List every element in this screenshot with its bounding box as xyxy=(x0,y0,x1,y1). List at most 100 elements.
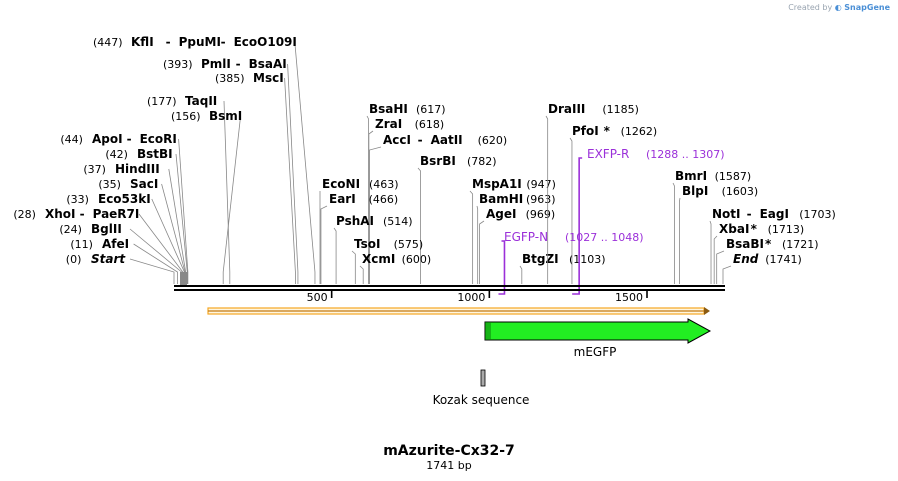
primer-range: (1027 .. 1048) xyxy=(565,231,644,244)
site-leader-line xyxy=(151,198,185,284)
site-leader-line xyxy=(417,167,421,284)
plasmid-name: mAzurite-Cx32-7 xyxy=(383,443,515,459)
site-position: (42) xyxy=(105,148,128,161)
tick-label: 1000 xyxy=(457,291,485,304)
enzyme-name: ApoI xyxy=(92,132,123,146)
site-zrai: (618)ZraI xyxy=(368,117,444,284)
enzyme-name: DraIII xyxy=(548,102,585,116)
enzyme-name: PfoI xyxy=(572,124,599,138)
enzyme-name: EagI xyxy=(760,207,789,221)
enzyme-name: XcmI xyxy=(362,252,395,266)
site-position: (11) xyxy=(70,238,93,251)
megfp-label: mEGFP xyxy=(574,345,617,359)
site-position: (1703) xyxy=(799,208,836,221)
site-leader-line xyxy=(223,100,231,284)
site-position: (620) xyxy=(478,134,508,147)
site-pmli: (393)PmlI-BsaAI xyxy=(163,57,299,284)
enzyme-name: Start xyxy=(91,252,126,266)
site-acci: (620)AccI-AatII xyxy=(369,133,508,284)
enzyme-name: Eco53kI xyxy=(98,192,151,206)
enzyme-name: BmrI xyxy=(675,169,707,183)
site-leader-line xyxy=(351,250,356,284)
star-marker: * xyxy=(751,222,758,236)
enzyme-name: AccI xyxy=(383,133,411,147)
enzyme-name: MspA1I xyxy=(472,177,522,191)
site-btgzi: (1103)BtgZI xyxy=(519,252,606,284)
enzyme-name: PshAI xyxy=(336,214,374,228)
enzyme-name: BsaAI xyxy=(249,57,287,71)
site-leader-line xyxy=(519,265,523,284)
enzyme-name: AgeI xyxy=(486,207,516,221)
site-leader-line xyxy=(569,137,573,284)
site-leader-line xyxy=(369,146,382,284)
features: mEGFP Kozak sequence xyxy=(207,307,712,407)
primer-name: EXFP-R xyxy=(587,147,629,161)
site-leader-line xyxy=(333,227,337,284)
tick-label: 500 xyxy=(307,291,328,304)
name-separator: - xyxy=(236,57,241,71)
kozak-box xyxy=(480,369,486,387)
site-bamhi: (963)BamHI xyxy=(476,192,556,284)
site-leader-line xyxy=(545,115,549,284)
feature-kozak: Kozak sequence xyxy=(433,369,530,407)
site-position: (35) xyxy=(98,178,121,191)
site-end: (1741)End xyxy=(722,252,802,284)
site-leader-line xyxy=(320,205,328,284)
site-msci: (385)MscI xyxy=(215,71,296,284)
site-kfli: (447)KflI-PpuMI-EcoO109I xyxy=(93,35,316,284)
site-apoi: (44) ApoI-EcoRI xyxy=(60,132,189,284)
restriction-sites: (447)KflI-PpuMI-EcoO109I(393)PmlI-BsaAI(… xyxy=(13,35,836,285)
site-position: (44) xyxy=(60,133,83,146)
site-position: (393) xyxy=(163,58,193,71)
site-position: (1603) xyxy=(722,185,759,198)
site-start: (0) Start xyxy=(66,252,175,284)
site-leader-line xyxy=(138,213,184,284)
enzyme-name: End xyxy=(733,252,759,266)
site-xbai: (1713)XbaI* xyxy=(713,222,804,284)
site-position: (1587) xyxy=(715,170,752,183)
enzyme-name: BsaHI xyxy=(369,102,408,116)
name-separator: - xyxy=(747,207,752,221)
name-separator: - xyxy=(221,35,226,49)
site-position: (0) xyxy=(66,253,82,266)
site-leader-line xyxy=(294,41,316,284)
site-position: (466) xyxy=(369,193,399,206)
megfp-start-mark xyxy=(485,322,491,340)
site-leader-line xyxy=(133,243,178,284)
site-leader-line xyxy=(175,153,188,284)
site-leader-line xyxy=(287,63,299,284)
site-position: (1262) xyxy=(621,125,658,138)
star-marker: * xyxy=(604,124,611,138)
snapgene-watermark: Created by ◐ SnapGene xyxy=(788,3,890,12)
site-leader-line xyxy=(679,197,681,284)
site-draiii: (1185) DraIII xyxy=(545,102,639,284)
feature-megfp: mEGFP xyxy=(484,318,712,359)
enzyme-name: EcoRI xyxy=(140,132,177,146)
site-position: (1185) xyxy=(602,103,639,116)
name-separator: - xyxy=(166,35,171,49)
name-separator: - xyxy=(127,132,132,146)
enzyme-name: XbaI xyxy=(719,222,749,236)
site-position: (617) xyxy=(416,103,446,116)
enzyme-name: EcoNI xyxy=(322,177,360,191)
site-position: (1721) xyxy=(782,238,819,251)
site-leader-line xyxy=(368,130,374,284)
enzyme-name: BsmI xyxy=(209,109,242,123)
kozak-label: Kozak sequence xyxy=(433,393,530,407)
site-leader-line xyxy=(222,115,241,284)
site-mspa1i: (947)MspA1I xyxy=(469,177,556,284)
enzyme-name: PaeR7I xyxy=(93,207,140,221)
site-position: (969) xyxy=(526,208,556,221)
site-eco53ki: (33)Eco53kI xyxy=(66,192,185,284)
enzyme-name: BsaBI xyxy=(726,237,764,251)
site-position: (463) xyxy=(369,178,399,191)
primer-arrow xyxy=(498,240,506,295)
site-leader-line xyxy=(709,220,712,284)
watermark-prefix: Created by xyxy=(788,3,833,12)
star-marker: * xyxy=(765,237,772,251)
site-position: (28) xyxy=(13,208,36,221)
site-xcmi: (600)XcmI xyxy=(359,252,431,284)
site-position: (782) xyxy=(467,155,497,168)
